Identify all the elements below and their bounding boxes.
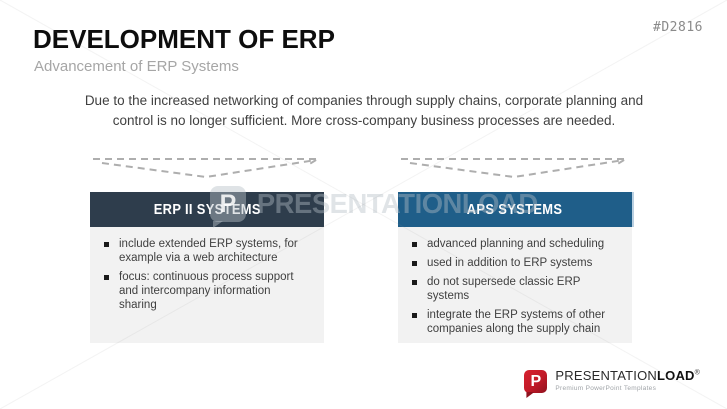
slide-code: #D2816 bbox=[653, 20, 703, 35]
presentationload-logo: P PRESENTATIONLOAD® Premium PowerPoint T… bbox=[524, 368, 700, 393]
list-item: include extended ERP systems, for exampl… bbox=[102, 237, 312, 265]
logo-tagline: Premium PowerPoint Templates bbox=[555, 385, 657, 392]
intro-paragraph: Due to the increased networking of compa… bbox=[84, 93, 644, 128]
bullet-text: advanced planning and scheduling bbox=[427, 238, 605, 250]
logo-speech-bubble-icon: P bbox=[524, 370, 548, 393]
list-item: advanced planning and scheduling bbox=[410, 237, 620, 251]
erp2-systems-box: ERP II SYSTEMS include extended ERP syst… bbox=[90, 192, 324, 343]
list-item: used in addition to ERP systems bbox=[410, 256, 620, 270]
list-item: focus: continuous process support and in… bbox=[102, 270, 312, 312]
bullet-text: integrate the ERP systems of other compa… bbox=[427, 309, 606, 335]
dashed-funnel-left-icon bbox=[93, 158, 321, 179]
bullet-text: focus: continuous process support and in… bbox=[119, 271, 294, 311]
logo-brand-regular: PRESENTATION bbox=[555, 368, 657, 383]
square-bullet-icon bbox=[412, 242, 417, 247]
square-bullet-icon bbox=[412, 261, 417, 266]
erp2-systems-body: include extended ERP systems, for exampl… bbox=[90, 227, 324, 343]
bullet-text: used in addition to ERP systems bbox=[427, 257, 593, 269]
logo-brand-bold: LOAD bbox=[657, 368, 695, 383]
square-bullet-icon bbox=[412, 313, 417, 318]
bullet-text: do not supersede classic ERP systems bbox=[427, 276, 581, 302]
page-subtitle: Advancement of ERP Systems bbox=[34, 58, 239, 75]
dashed-funnel-right-icon bbox=[401, 158, 629, 179]
erp2-systems-header: ERP II SYSTEMS bbox=[90, 192, 324, 227]
logo-monogram: P bbox=[530, 372, 542, 390]
square-bullet-icon bbox=[104, 242, 109, 247]
page-title: DEVELOPMENT OF ERP bbox=[33, 24, 335, 54]
square-bullet-icon bbox=[104, 275, 109, 280]
bullet-text: include extended ERP systems, for exampl… bbox=[119, 238, 298, 264]
list-item: integrate the ERP systems of other compa… bbox=[410, 308, 620, 336]
logo-brand: PRESENTATIONLOAD® bbox=[555, 368, 700, 383]
aps-systems-body: advanced planning and scheduling used in… bbox=[398, 227, 632, 343]
list-item: do not supersede classic ERP systems bbox=[410, 275, 620, 303]
aps-systems-header: APS SYSTEMS bbox=[398, 192, 632, 227]
aps-systems-title: APS SYSTEMS bbox=[467, 201, 563, 218]
logo-registered-mark: ® bbox=[694, 369, 700, 377]
square-bullet-icon bbox=[412, 280, 417, 285]
logo-text-block: PRESENTATIONLOAD® Premium PowerPoint Tem… bbox=[555, 368, 700, 392]
erp2-systems-title: ERP II SYSTEMS bbox=[153, 201, 261, 218]
aps-systems-box: APS SYSTEMS advanced planning and schedu… bbox=[398, 192, 632, 343]
